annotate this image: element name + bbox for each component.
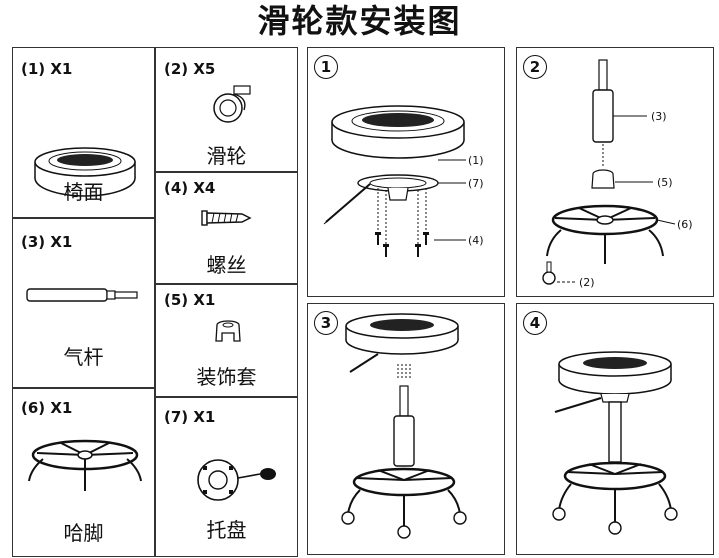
part-tray-name: 托盘 <box>206 518 247 542</box>
step2-number: 2 <box>523 55 547 79</box>
part-tray-code: (7) X1 <box>164 408 216 426</box>
step1-label-screw: (4) <box>468 234 484 247</box>
part-screw-code: (4) X4 <box>164 179 216 197</box>
step1-box: 1 (1) (7) (4) <box>307 47 505 297</box>
step2-label-base: (6) <box>677 218 693 231</box>
step3-box: 3 <box>307 303 505 555</box>
caster-icon <box>213 85 251 123</box>
part-cover-box: (5) X1 装饰套 <box>155 284 298 397</box>
step2-label-caster: (2) <box>579 276 595 289</box>
part-base-box: (6) X1 哈脚 <box>12 388 155 557</box>
part-cover-name: 装饰套 <box>196 365 257 389</box>
step2-diagram: (3) (5) (6) (2) <box>542 59 693 289</box>
step4-number: 4 <box>523 311 547 335</box>
screw-icon <box>201 210 252 226</box>
part-base-code: (6) X1 <box>21 399 73 417</box>
step2-box: 2 (3) (5) (6) (2) <box>516 47 714 297</box>
part-caster-name: 滑轮 <box>206 144 247 168</box>
part-base-name: 哈脚 <box>63 521 104 545</box>
step1-diagram: (1) (7) (4) <box>323 105 484 257</box>
step4-diagram <box>552 351 678 535</box>
part-seat-box: (1) X1 椅面 <box>12 47 155 218</box>
part-screw-name: 螺丝 <box>206 253 247 277</box>
footrest-base-icon <box>28 439 142 491</box>
page-title: 滑轮款安装图 <box>257 2 462 40</box>
part-seat-name: 椅面 <box>63 180 104 204</box>
part-screw-box: (4) X4 螺丝 <box>155 172 298 284</box>
step4-box: 4 <box>516 303 714 555</box>
cover-icon <box>215 320 241 342</box>
part-caster-code: (2) X5 <box>164 60 216 78</box>
step3-diagram <box>341 313 467 539</box>
part-gaslift-name: 气杆 <box>63 345 104 369</box>
step1-number: 1 <box>314 55 338 79</box>
step2-label-cover: (5) <box>657 176 673 189</box>
gas-lift-icon <box>26 288 138 302</box>
part-gaslift-box: (3) X1 气杆 <box>12 218 155 388</box>
part-cover-code: (5) X1 <box>164 291 216 309</box>
step1-label-seat: (1) <box>468 154 484 167</box>
step3-number: 3 <box>314 311 338 335</box>
tray-icon <box>197 459 276 501</box>
seat-icon <box>34 147 136 197</box>
part-tray-box: (7) X1 托盘 <box>155 397 298 557</box>
step2-label-gaslift: (3) <box>651 110 667 123</box>
part-caster-box: (2) X5 滑轮 <box>155 47 298 172</box>
step1-label-tray: (7) <box>468 177 484 190</box>
part-seat-code: (1) X1 <box>21 60 73 78</box>
part-gaslift-code: (3) X1 <box>21 233 73 251</box>
